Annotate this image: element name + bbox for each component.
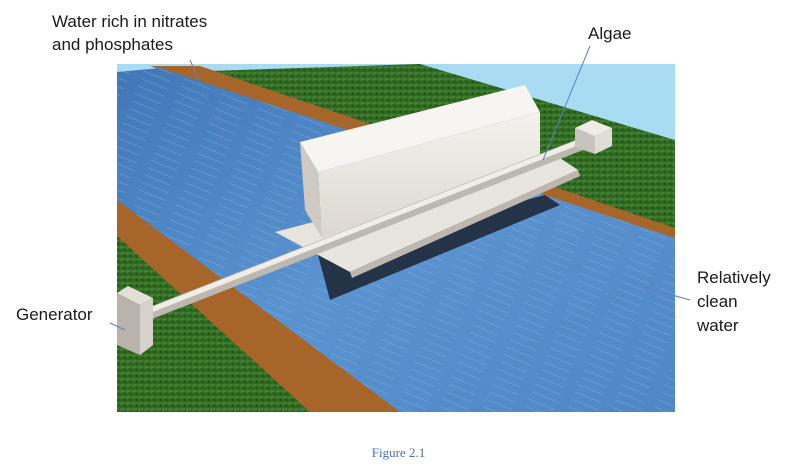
leader-inflow — [189, 59, 229, 149]
axle-rod-highlight — [135, 134, 595, 318]
algae-board-side — [300, 142, 322, 238]
label-generator: Generator — [16, 305, 93, 324]
generator-box-side — [140, 298, 153, 355]
leader-generator — [109, 322, 126, 331]
generator-box-front — [117, 293, 140, 355]
end-box-front — [575, 128, 595, 154]
label-algae: Algae — [588, 24, 632, 43]
device-shadow — [318, 195, 560, 300]
label-outflow-line3: water — [697, 316, 739, 335]
algae-tray — [275, 158, 578, 272]
label-outflow-line1: Relatively — [697, 268, 771, 287]
end-box-top — [575, 120, 612, 136]
algae-board-front — [318, 112, 540, 238]
label-inflow-line2: and phosphates — [52, 35, 173, 54]
figure-caption: Figure 2.1 — [371, 445, 426, 460]
axle-rod — [132, 134, 598, 324]
label-inflow-line1: Water rich in nitrates — [52, 12, 208, 31]
algae-tray-edge — [350, 170, 580, 278]
algae-board-top — [300, 85, 540, 172]
generator-box-top — [117, 286, 153, 305]
leader-outflow — [639, 285, 691, 301]
label-outflow-line2: clean — [697, 292, 738, 311]
leader-algae — [542, 45, 591, 161]
end-box-side — [595, 128, 612, 154]
